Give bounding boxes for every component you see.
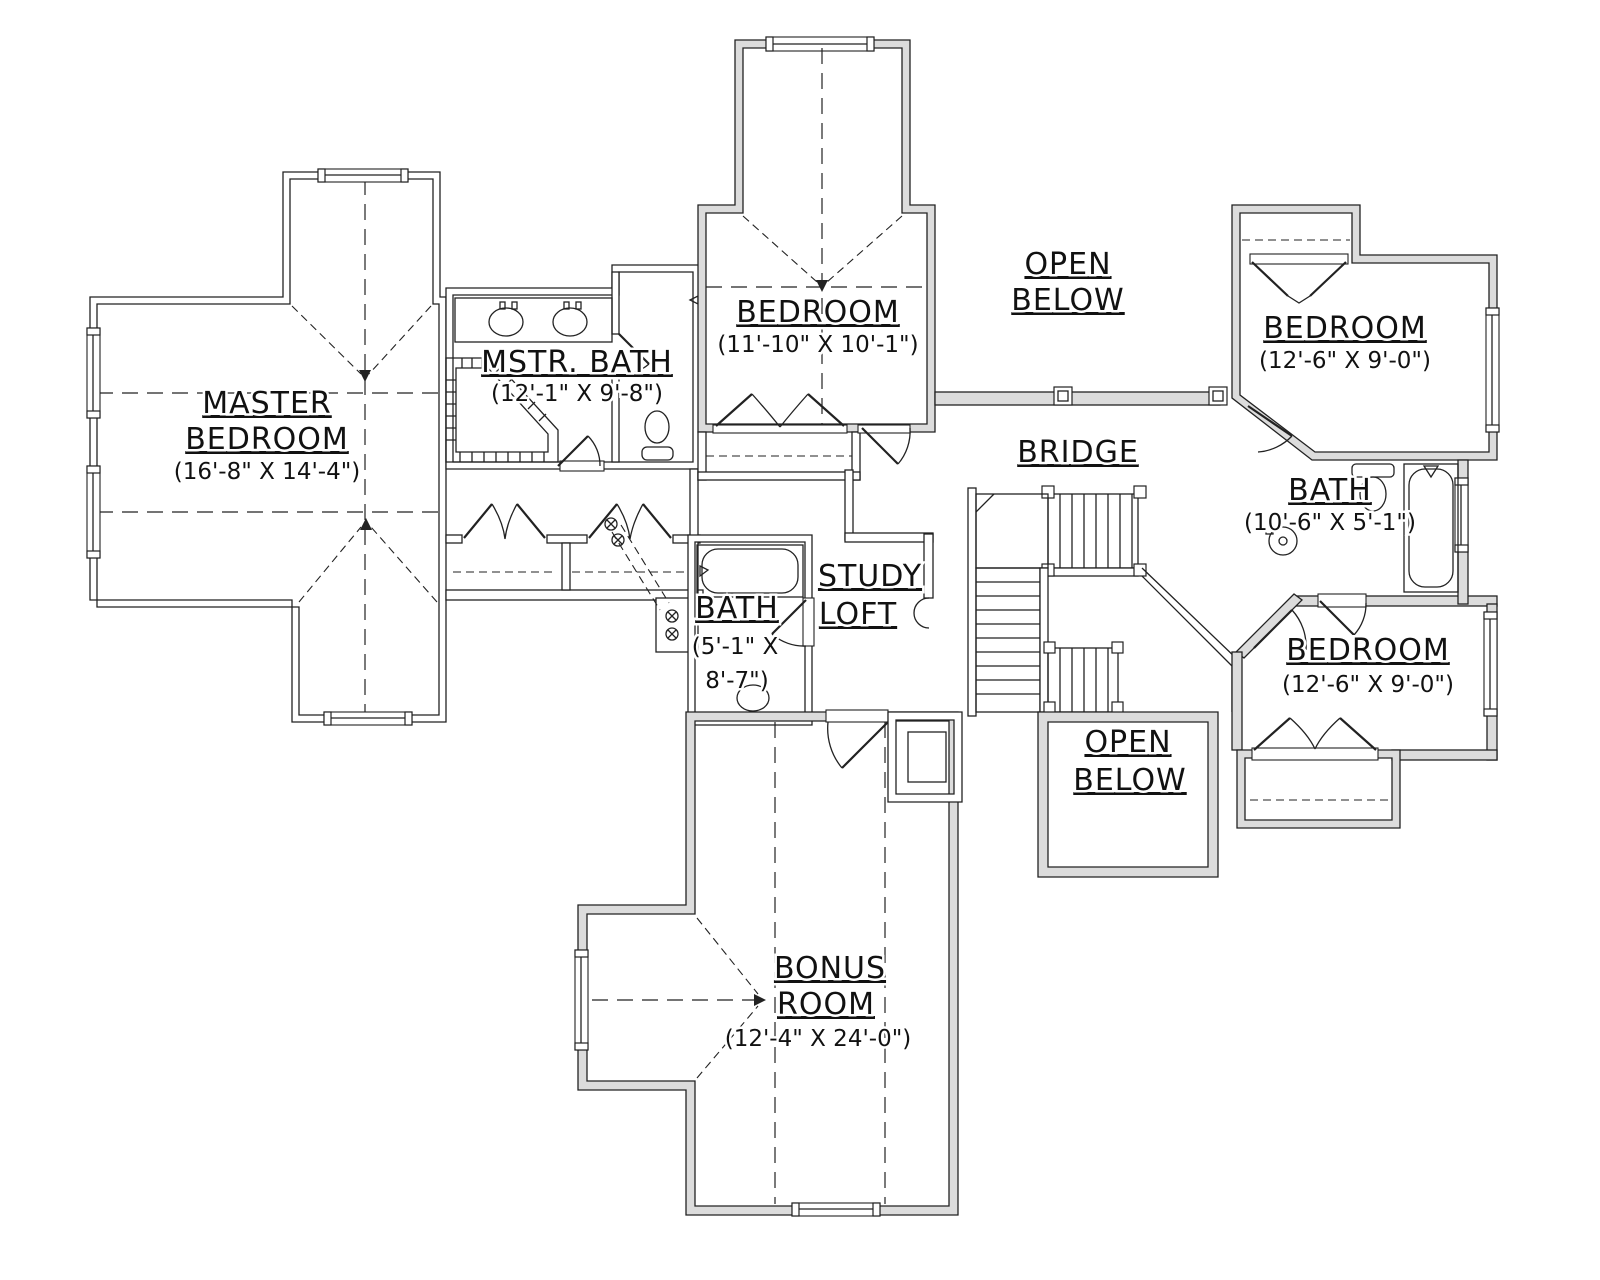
label-bonus2: ROOM xyxy=(777,987,875,1022)
window-icon xyxy=(1485,307,1500,433)
label-study1: STUDY xyxy=(818,559,922,594)
toilet-icon xyxy=(1351,463,1395,512)
label-master-dims: (16'-8" X 14'-4") xyxy=(174,459,361,485)
tub-icon xyxy=(696,544,804,598)
room-master-bedroom xyxy=(86,168,447,726)
double-vanity-icon xyxy=(454,297,613,343)
toilet-icon xyxy=(641,410,674,461)
sink-icon xyxy=(1265,526,1298,556)
label-bath-right-name: BATH xyxy=(1288,473,1372,508)
label-master-name2: BEDROOM xyxy=(185,422,349,457)
room-bedroom-top xyxy=(697,36,936,481)
window-icon xyxy=(1483,611,1498,717)
bifold-door-icon xyxy=(588,503,672,540)
bifold-door-icon xyxy=(1251,261,1347,304)
tub-icon xyxy=(1403,463,1459,593)
bridge-structure xyxy=(934,386,1228,406)
label-study2: LOFT xyxy=(819,597,897,632)
label-bedroom-top-name: BEDROOM xyxy=(736,295,900,330)
label-master-name1: MASTER xyxy=(202,386,332,421)
label-mstr-bath-dims: (12'-1" X 9'-8") xyxy=(491,381,663,407)
hall-closets xyxy=(445,468,704,653)
label-open-below-lower2: BELOW xyxy=(1073,763,1186,798)
window-icon xyxy=(317,168,409,183)
window-icon xyxy=(574,949,589,1051)
staircase xyxy=(975,485,1239,714)
room-bath-right xyxy=(1265,459,1498,636)
label-bedroom-rt-name: BEDROOM xyxy=(1263,311,1427,346)
label-bedroom-rb-dims: (12'-6" X 9'-0") xyxy=(1282,672,1454,698)
window-icon xyxy=(1454,477,1469,553)
shower-icon xyxy=(445,357,559,463)
label-bonus-dims: (12'-4" X 24'-0") xyxy=(725,1026,912,1052)
window-icon xyxy=(765,36,875,52)
room-labels: MASTER BEDROOM (16'-8" X 14'-4") MSTR. B… xyxy=(171,245,1456,1055)
label-bridge: BRIDGE xyxy=(1017,435,1139,470)
utility-closet xyxy=(887,711,963,803)
room-bedroom-right-top xyxy=(1231,204,1500,461)
window-icon xyxy=(86,327,101,419)
open-below-lower-walls xyxy=(1037,711,1219,878)
room-bath-center xyxy=(687,534,815,726)
room-master-bath xyxy=(445,264,701,472)
bifold-door-icon xyxy=(463,503,546,540)
label-bath-center-dims1: (5'-1" X xyxy=(692,634,779,660)
window-icon xyxy=(791,1202,881,1217)
window-icon xyxy=(323,711,413,726)
label-open-below-upper2: BELOW xyxy=(1011,283,1124,318)
bifold-door-icon xyxy=(715,393,845,428)
label-bath-center-dims2: 8'-7") xyxy=(705,668,768,694)
room-bedroom-right-bottom xyxy=(1231,593,1498,829)
bifold-door-icon xyxy=(1253,717,1377,751)
label-open-below-upper1: OPEN xyxy=(1024,247,1111,282)
label-bedroom-rb-name: BEDROOM xyxy=(1286,633,1450,668)
label-bedroom-rt-dims: (12'-6" X 9'-0") xyxy=(1259,348,1431,374)
label-bath-right-dims: (10'-6" X 5'-1") xyxy=(1244,510,1416,536)
window-icon xyxy=(86,465,101,559)
label-open-below-lower1: OPEN xyxy=(1084,725,1171,760)
label-mstr-bath-name: MSTR. BATH xyxy=(481,345,673,380)
label-bonus1: BONUS xyxy=(774,951,886,986)
label-bedroom-top-dims: (11'-10" X 10'-1") xyxy=(717,332,918,358)
room-bonus xyxy=(574,709,963,1217)
label-bath-center-name: BATH xyxy=(695,591,779,626)
